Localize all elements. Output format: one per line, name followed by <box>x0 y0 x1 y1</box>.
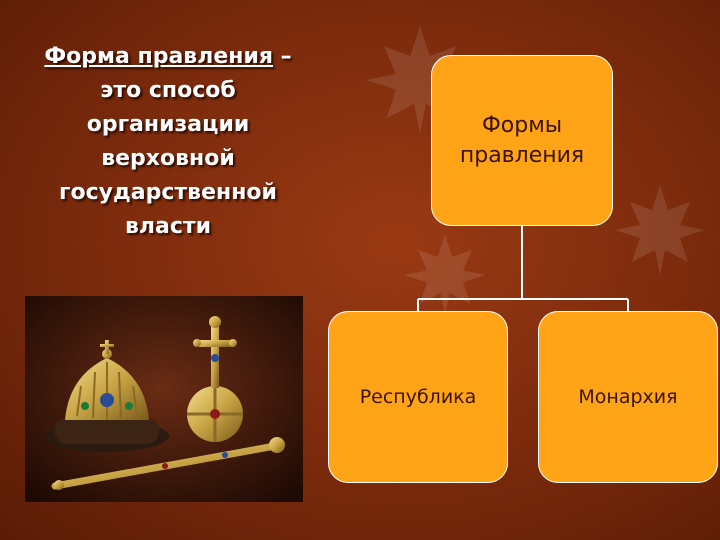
definition-first-line: Форма правления – <box>18 40 318 74</box>
definition-term: Форма правления <box>44 44 273 69</box>
definition-line: власти <box>124 214 212 239</box>
maple-leaf-decoration <box>404 234 486 316</box>
crown-icon <box>45 340 169 452</box>
definition-line: верховной <box>101 146 235 171</box>
definition-line: организации <box>86 112 250 137</box>
node-root-line: правления <box>459 142 585 168</box>
maple-leaf-decoration <box>615 185 705 275</box>
orb-icon <box>187 316 243 442</box>
node-republic: Республика <box>328 311 508 483</box>
definition-line: государственной <box>59 180 277 205</box>
node-monarchy: Монархия <box>538 311 718 483</box>
regalia-photo <box>25 296 303 502</box>
definition-line: это способ <box>100 78 236 103</box>
node-forms-of-government: Формы правления <box>431 55 613 226</box>
definition-text: Форма правления – это способ организации… <box>18 40 318 244</box>
scepter-icon <box>51 437 285 490</box>
node-root-line: Формы <box>481 112 563 138</box>
node-republic-label: Республика <box>359 386 477 408</box>
node-monarchy-label: Монархия <box>578 386 678 408</box>
definition-dash: – <box>273 44 292 69</box>
